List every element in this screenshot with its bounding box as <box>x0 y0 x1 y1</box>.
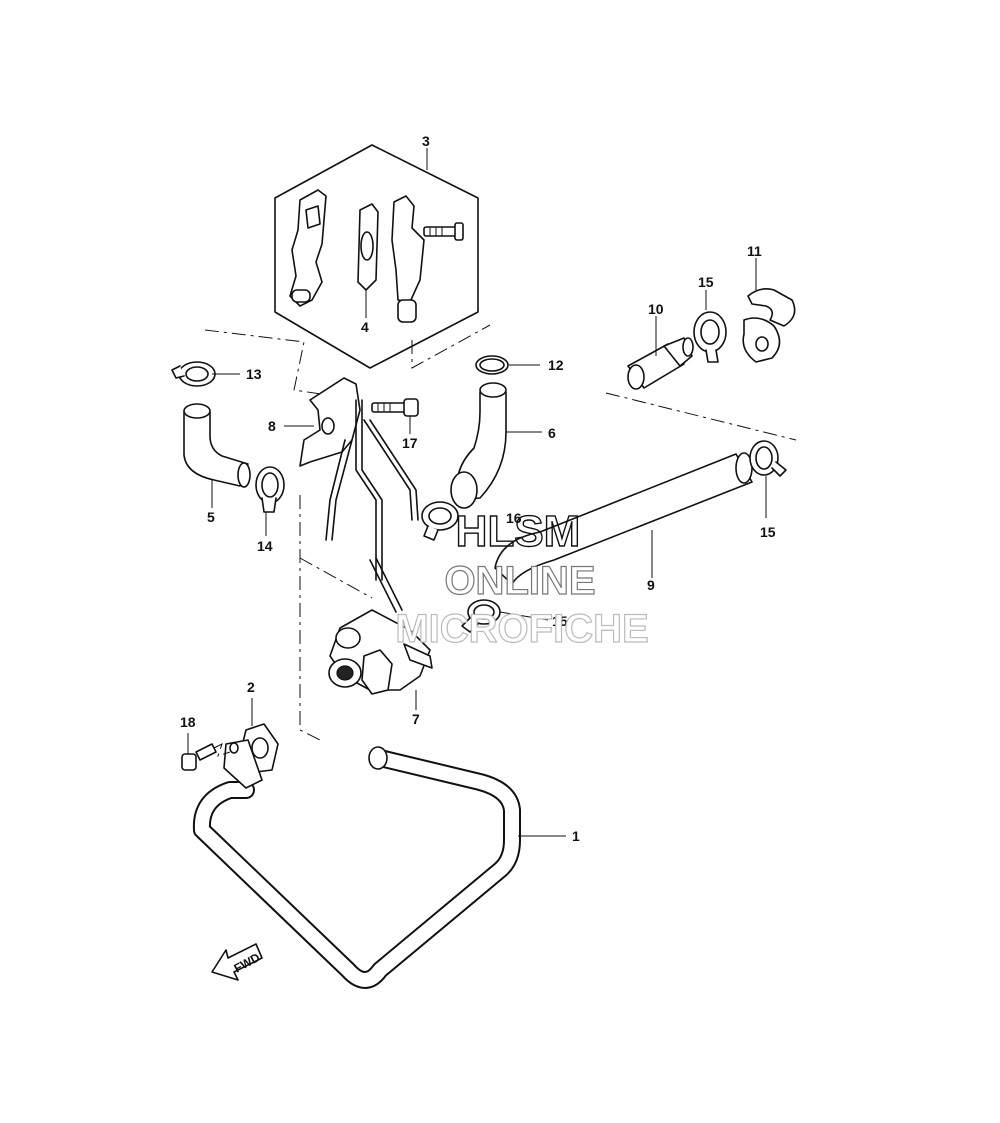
thermostat-housing-part <box>391 195 425 323</box>
watermark-line1: HLSM <box>456 507 581 556</box>
callout-labels: 3 4 13 12 8 6 17 5 14 16 10 15 11 15 9 1… <box>180 133 776 844</box>
hose-6 <box>450 382 507 509</box>
fitting-10 <box>627 337 694 390</box>
callout-13: 13 <box>246 366 262 382</box>
callout-18: 18 <box>180 714 196 730</box>
watermark: HLSM ONLINE MICROFICHE <box>395 506 650 651</box>
bracket-8 <box>299 377 361 467</box>
callout-11: 11 <box>747 243 762 259</box>
hose-clamp-16 <box>421 501 459 541</box>
callout-1: 1 <box>572 828 580 844</box>
hose-clamp-14 <box>255 466 285 513</box>
pipe-1 <box>192 746 521 989</box>
watermark-line3: MICROFICHE <box>395 607 648 651</box>
callout-12: 12 <box>548 357 564 373</box>
callout-17: 17 <box>402 435 418 451</box>
callout-7: 7 <box>412 711 420 727</box>
callout-3: 3 <box>422 133 430 149</box>
callout-15-right: 15 <box>760 524 776 540</box>
bolt-18 <box>181 743 231 771</box>
callout-5: 5 <box>207 509 215 525</box>
pipe-flange <box>223 739 263 789</box>
hose-clamp-13 <box>171 361 216 387</box>
callout-15-top: 15 <box>698 274 714 290</box>
callout-6: 6 <box>548 425 556 441</box>
hose-5 <box>183 403 251 488</box>
kit-bolt-part <box>423 222 464 241</box>
callout-15-mid: 15 <box>552 613 568 629</box>
thermostat-cover-part <box>289 189 327 307</box>
hose-9 <box>494 452 753 585</box>
hose-clamp-15-top <box>693 311 727 363</box>
hose-clamp-15-right <box>749 440 787 477</box>
callout-9: 9 <box>647 577 655 593</box>
callout-8: 8 <box>268 418 276 434</box>
watermark-line2: ONLINE <box>444 559 595 603</box>
callout-2: 2 <box>247 679 255 695</box>
bracket-11 <box>742 288 796 363</box>
callout-16: 16 <box>506 510 522 526</box>
kit-outline-3 <box>274 144 479 369</box>
o-ring-12 <box>475 355 509 375</box>
fwd-arrow: FWD <box>211 943 263 981</box>
valve-7 <box>328 557 433 695</box>
small-pipes <box>325 399 419 581</box>
callout-10: 10 <box>648 301 664 317</box>
leader-lines <box>187 148 767 837</box>
thermostat-gasket-part <box>357 203 379 291</box>
hose-clamp-15-mid <box>461 599 501 633</box>
callout-14: 14 <box>257 538 273 554</box>
callout-4: 4 <box>361 319 369 335</box>
bolt-17 <box>371 398 419 417</box>
